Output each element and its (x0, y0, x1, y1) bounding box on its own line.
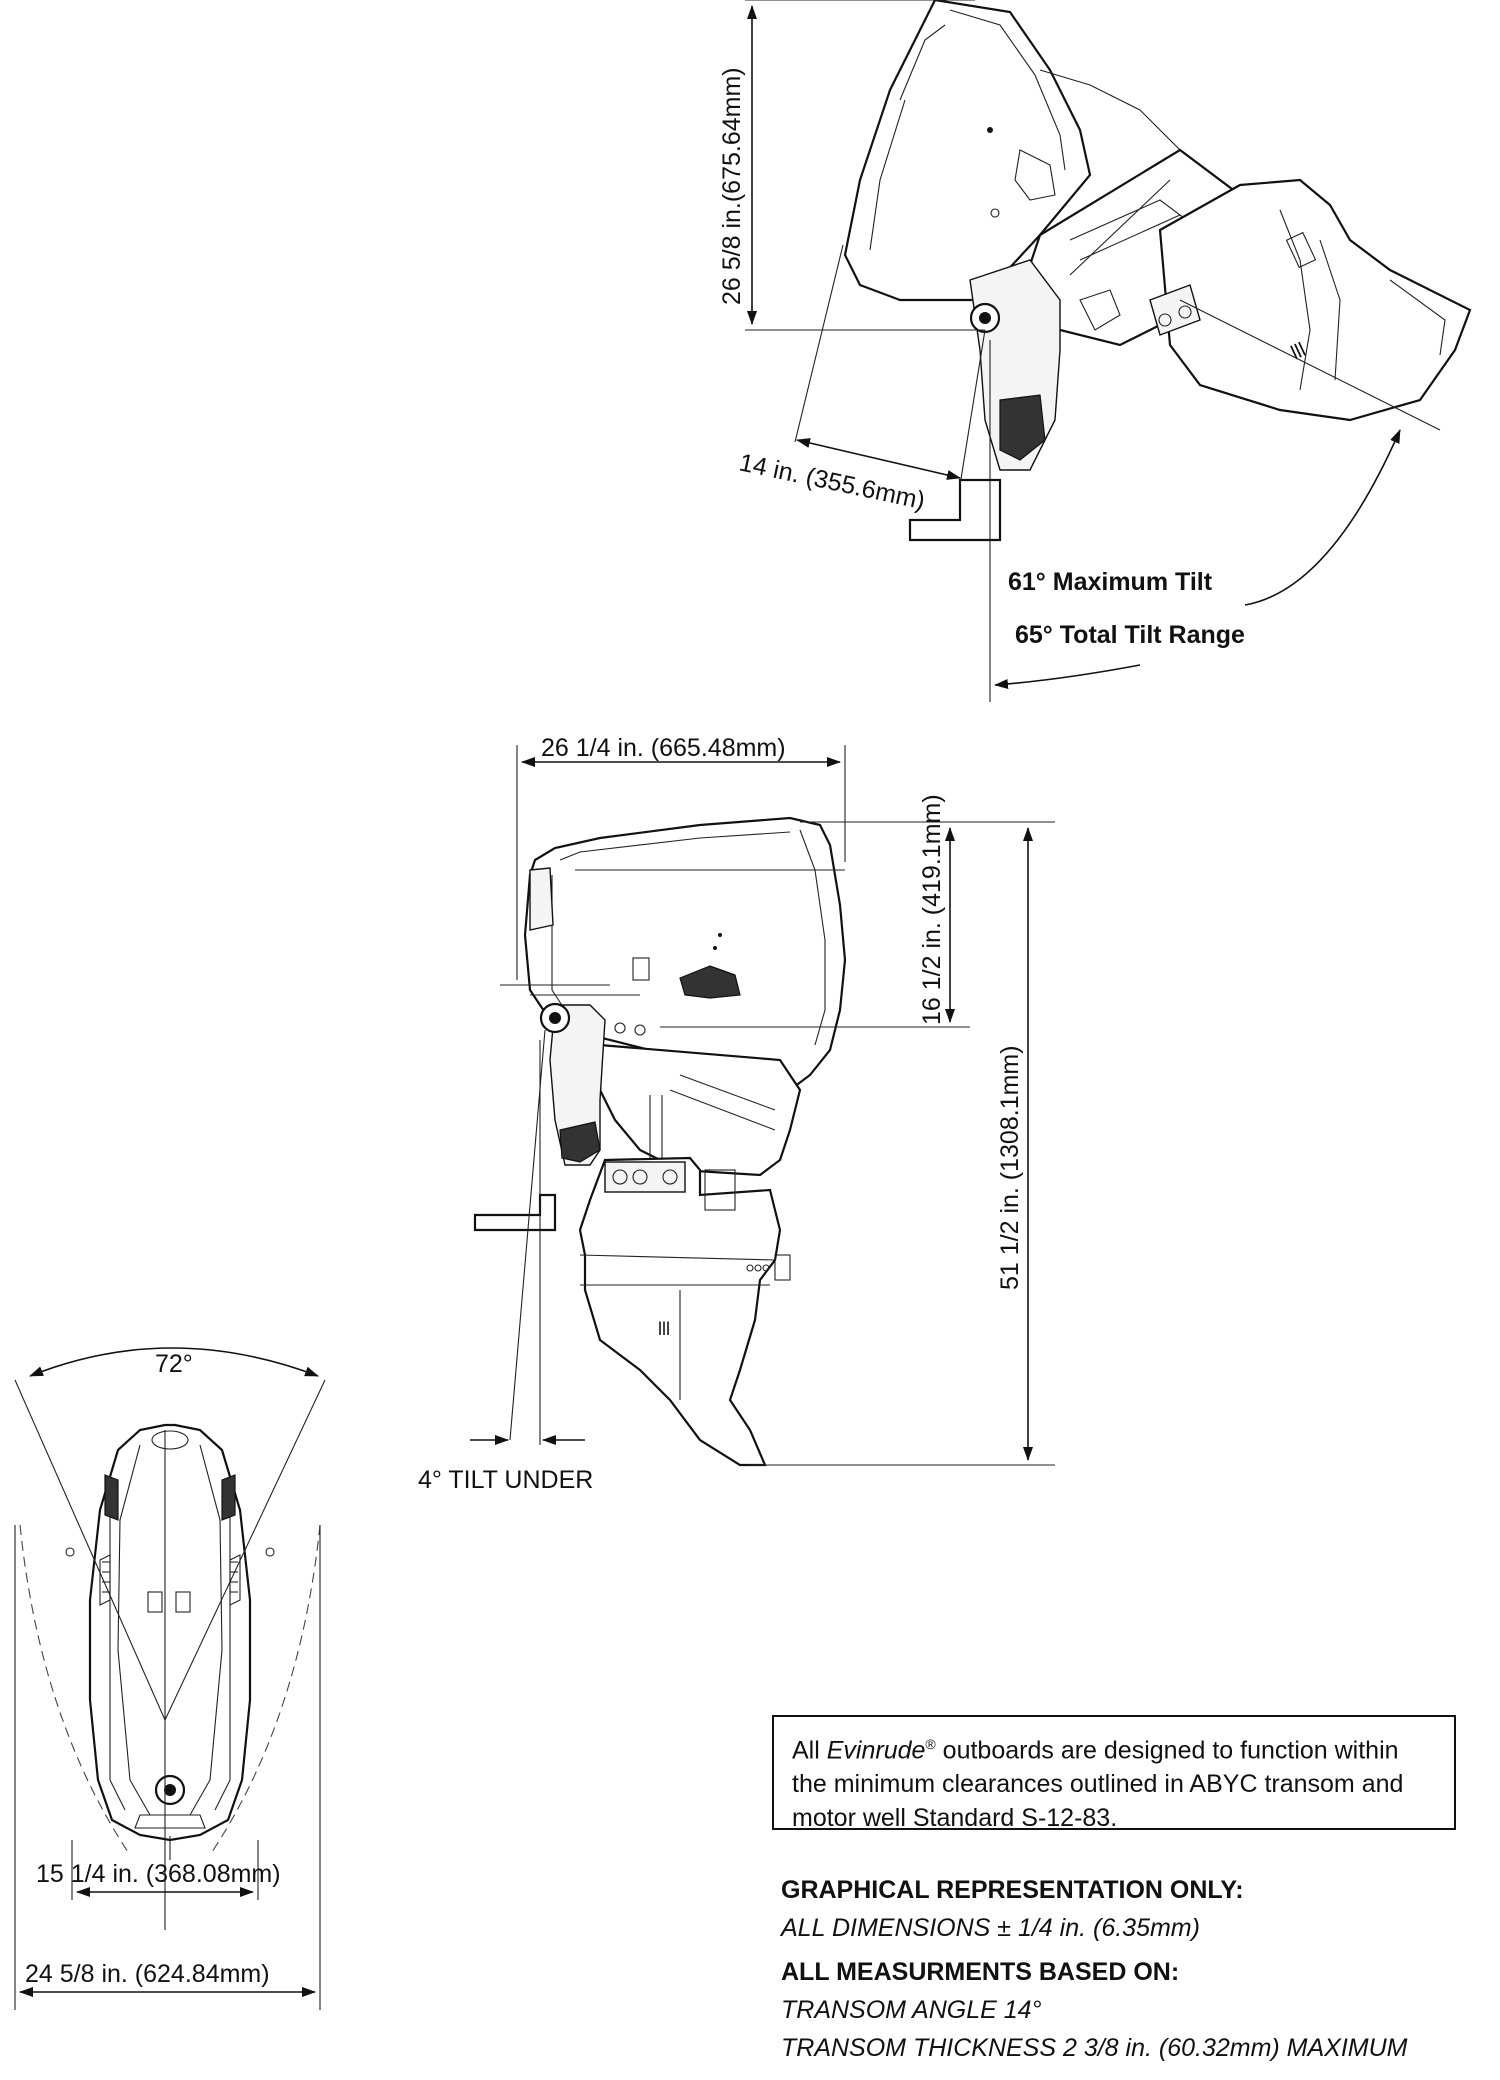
note-reg: ® (925, 1736, 936, 1752)
steer-angle-label: 72° (155, 1350, 193, 1378)
side-width-label: 26 1/4 in. (665.48mm) (541, 734, 786, 762)
tilted-motor-view: lll 26 5/8 in.(675.64mm) 14 in. (355.6mm… (718, 0, 1472, 702)
spec-transom-thickness: TRANSOM THICKNESS 2 3/8 in. (60.32mm) MA… (781, 2034, 1408, 2062)
spec-heading-graphical: GRAPHICAL REPRESENTATION ONLY: (781, 1876, 1244, 1904)
side-total-height-label: 51 1/2 in. (1308.1mm) (996, 1045, 1024, 1290)
tilted-height-label: 26 5/8 in.(675.64mm) (718, 67, 746, 305)
max-tilt-label: 61° Maximum Tilt (1008, 568, 1213, 596)
tilt-under-label: 4° TILT UNDER (418, 1466, 593, 1494)
note-prefix: All (792, 1736, 827, 1765)
spec-heading-measurements: ALL MEASURMENTS BASED ON: (781, 1958, 1180, 1986)
tilted-reach-label: 14 in. (355.6mm) (737, 448, 928, 515)
abyc-note-box: All Evinrude® outboards are designed to … (772, 1715, 1456, 1833)
note-brand: Evinrude (826, 1736, 926, 1765)
side-motor-view: lll 26 1/4 in. (665.48mm) 16 1/2 in. (41… (418, 734, 1055, 1494)
side-upper-height-label: 16 1/2 in. (419.1mm) (918, 794, 946, 1025)
total-tilt-label: 65° Total Tilt Range (1015, 621, 1245, 649)
top-motor-view: 72° 15 1/4 in. (368.08mm) 24 5/8 in. (62… (14, 1347, 326, 2010)
spec-dimensions-tolerance: ALL DIMENSIONS ± 1/4 in. (6.35mm) (781, 1914, 1200, 1942)
spec-transom-angle: TRANSOM ANGLE 14° (781, 1996, 1042, 2024)
top-inner-width-label: 15 1/4 in. (368.08mm) (36, 1860, 281, 1888)
top-outer-width-label: 24 5/8 in. (624.84mm) (25, 1960, 270, 1988)
svg-text:lll: lll (658, 1319, 670, 1339)
note-text: outboards are designed to function withi… (792, 1736, 1404, 1833)
